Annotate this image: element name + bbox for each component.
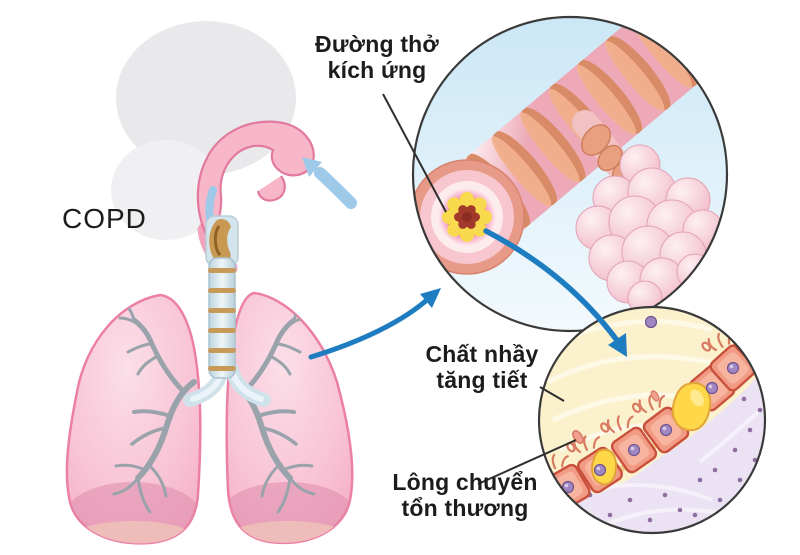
cilia-label-line2: tổn thương [401,494,529,521]
magnify-arrow-airway-to-mucosa-icon [483,228,627,357]
leader-lines [382,93,577,485]
airway-irritation-label-line1: Đường thở [315,31,439,57]
magnified-mucosa-view [537,305,767,535]
airway-irritation-label: Đường thở kích ứng [288,31,466,84]
left-lung-shading [66,482,201,544]
trachea-rings [208,268,236,371]
magnify-arrow-lung-to-airway-icon [308,288,441,360]
damaged-cilia-label: Lông chuyển tổn thương [375,469,555,522]
bronchial-tree-left [112,298,197,514]
inhale-arrow-icon [302,157,357,209]
inflamed-mucosa-ring [442,192,492,242]
narrowed-lumen [454,205,480,229]
right-lung-shading [226,482,353,543]
cilia-label-line1: Lông chuyển [392,469,538,495]
trachea [208,257,236,379]
airway-irritation-label-line2: kích ứng [327,56,427,83]
copd-label: COPD [62,203,147,234]
mucus-label-line2: tăng tiết [436,366,528,393]
mucus-label-line1: Chất nhầy [425,341,539,367]
lungs [65,291,354,545]
airway-cross-section [413,159,525,275]
mucus-hypersecretion-label: Chất nhầy tăng tiết [392,341,572,394]
larynx [205,215,239,267]
